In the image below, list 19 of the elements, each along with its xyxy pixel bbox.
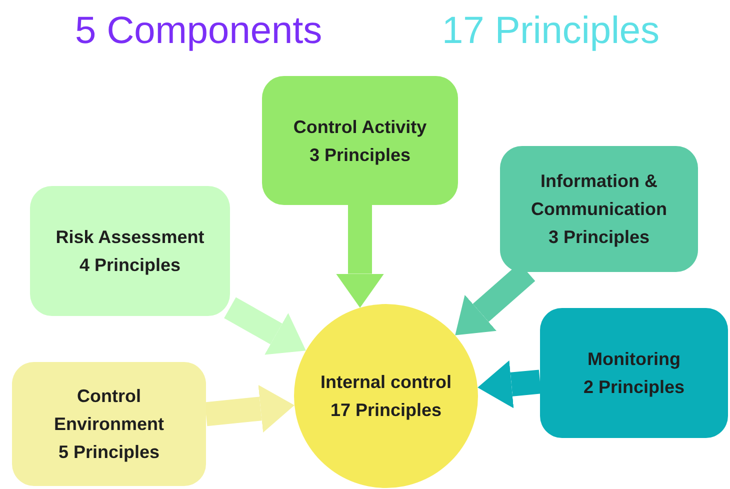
- node-text: 5 Principles: [58, 441, 160, 464]
- node-text: Monitoring: [588, 348, 680, 371]
- component-box: [262, 76, 458, 205]
- component-box: [540, 308, 728, 438]
- component-box: [12, 362, 206, 486]
- node-text: 2 Principles: [583, 376, 685, 399]
- node-text: Information & Communication: [530, 170, 668, 221]
- node-text: Internal control: [320, 371, 452, 394]
- component-box: [30, 186, 230, 316]
- node-text: 4 Principles: [79, 254, 181, 277]
- node-text: 3 Principles: [548, 226, 650, 249]
- heading-text: 17 Principles: [442, 9, 660, 54]
- node-text: 3 Principles: [309, 144, 411, 167]
- component-box: [500, 146, 698, 272]
- heading-text: 5 Components: [75, 9, 322, 54]
- node-text: 17 Principles: [330, 399, 442, 422]
- node-text: Control Activity: [293, 116, 427, 139]
- node-text: Control Environment: [52, 385, 165, 436]
- node-text: Risk Assessment: [56, 226, 204, 249]
